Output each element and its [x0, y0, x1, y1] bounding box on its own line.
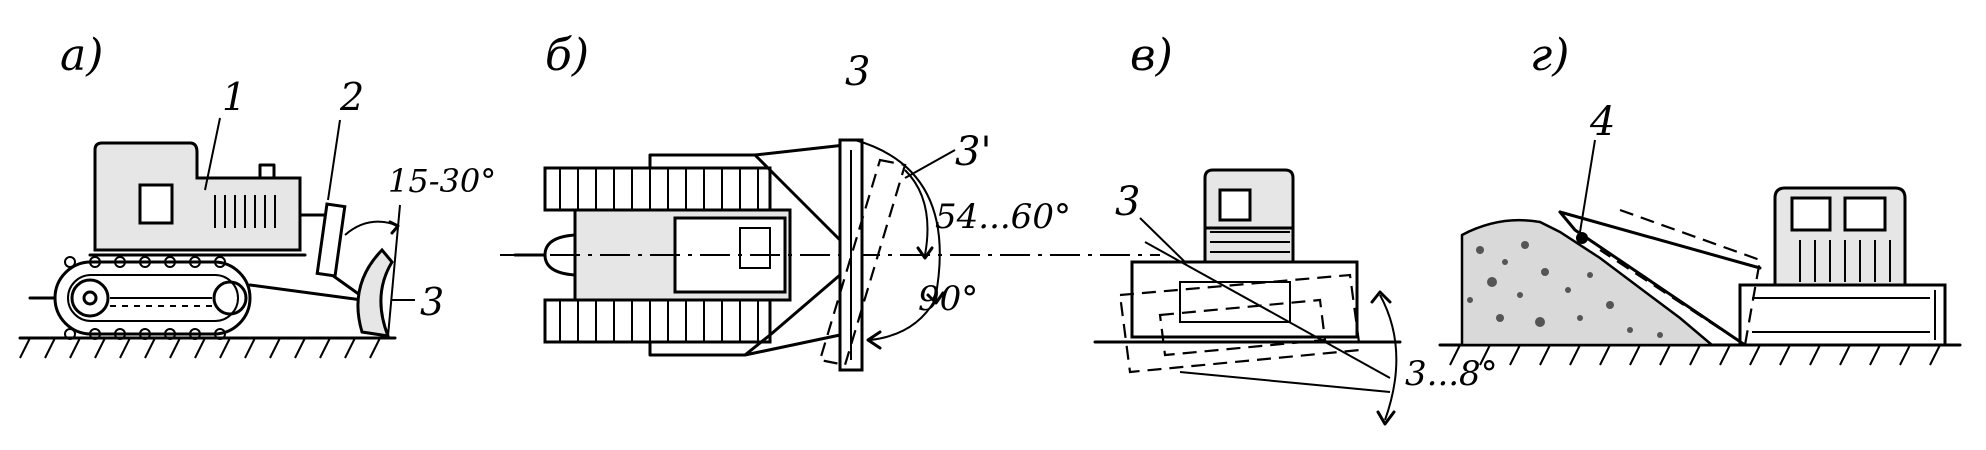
tractor-body-b [500, 208, 1160, 302]
angle-label-90-b: 90° [918, 279, 978, 319]
blade-beam-g [1558, 139, 1762, 347]
panel-a: а) [18, 30, 496, 359]
tractor-body-a [88, 141, 307, 257]
leader-3-v [1139, 217, 1186, 263]
blade-a [356, 247, 394, 338]
callout-3-v: 3 [1115, 179, 1140, 225]
panel-a-label: а) [60, 30, 103, 81]
callout-3-a: 3 [420, 280, 444, 324]
ground-g [1438, 343, 1962, 366]
angle-label-a: 15-30° [388, 162, 496, 200]
panel-v: в) [1093, 30, 1498, 426]
callout-3-b: 3 [845, 49, 870, 95]
panel-g-label: г) [1530, 30, 1569, 81]
callout-2-a: 2 [339, 75, 364, 119]
crawler-track-a [28, 256, 252, 340]
angle-label-54-60-b: 54...60° [935, 197, 1071, 237]
tractor-rear-g [1738, 186, 1947, 347]
material-pile-g [1460, 218, 1716, 347]
push-frame-a [248, 202, 364, 302]
panel-v-label: в) [1130, 30, 1173, 81]
cutting-angle-a [344, 204, 401, 337]
panel-g: г) [1438, 30, 1962, 366]
ground-a [18, 336, 397, 359]
leaders-a [204, 117, 415, 301]
callout-1-a: 1 [222, 75, 246, 119]
tractor-front-v [1203, 168, 1295, 264]
callout-4-g: 4 [1589, 99, 1615, 145]
blade-straight-b [838, 138, 864, 372]
angle-label-v: 3...8° [1405, 354, 1498, 394]
tracks-b [543, 166, 772, 344]
reference-lines-v [1093, 241, 1402, 426]
callout-3prime-b: 3' [955, 129, 991, 175]
panel-b: б) [500, 30, 1160, 372]
panel-b-label: б) [545, 30, 589, 81]
angle-arcs-b [854, 139, 945, 350]
